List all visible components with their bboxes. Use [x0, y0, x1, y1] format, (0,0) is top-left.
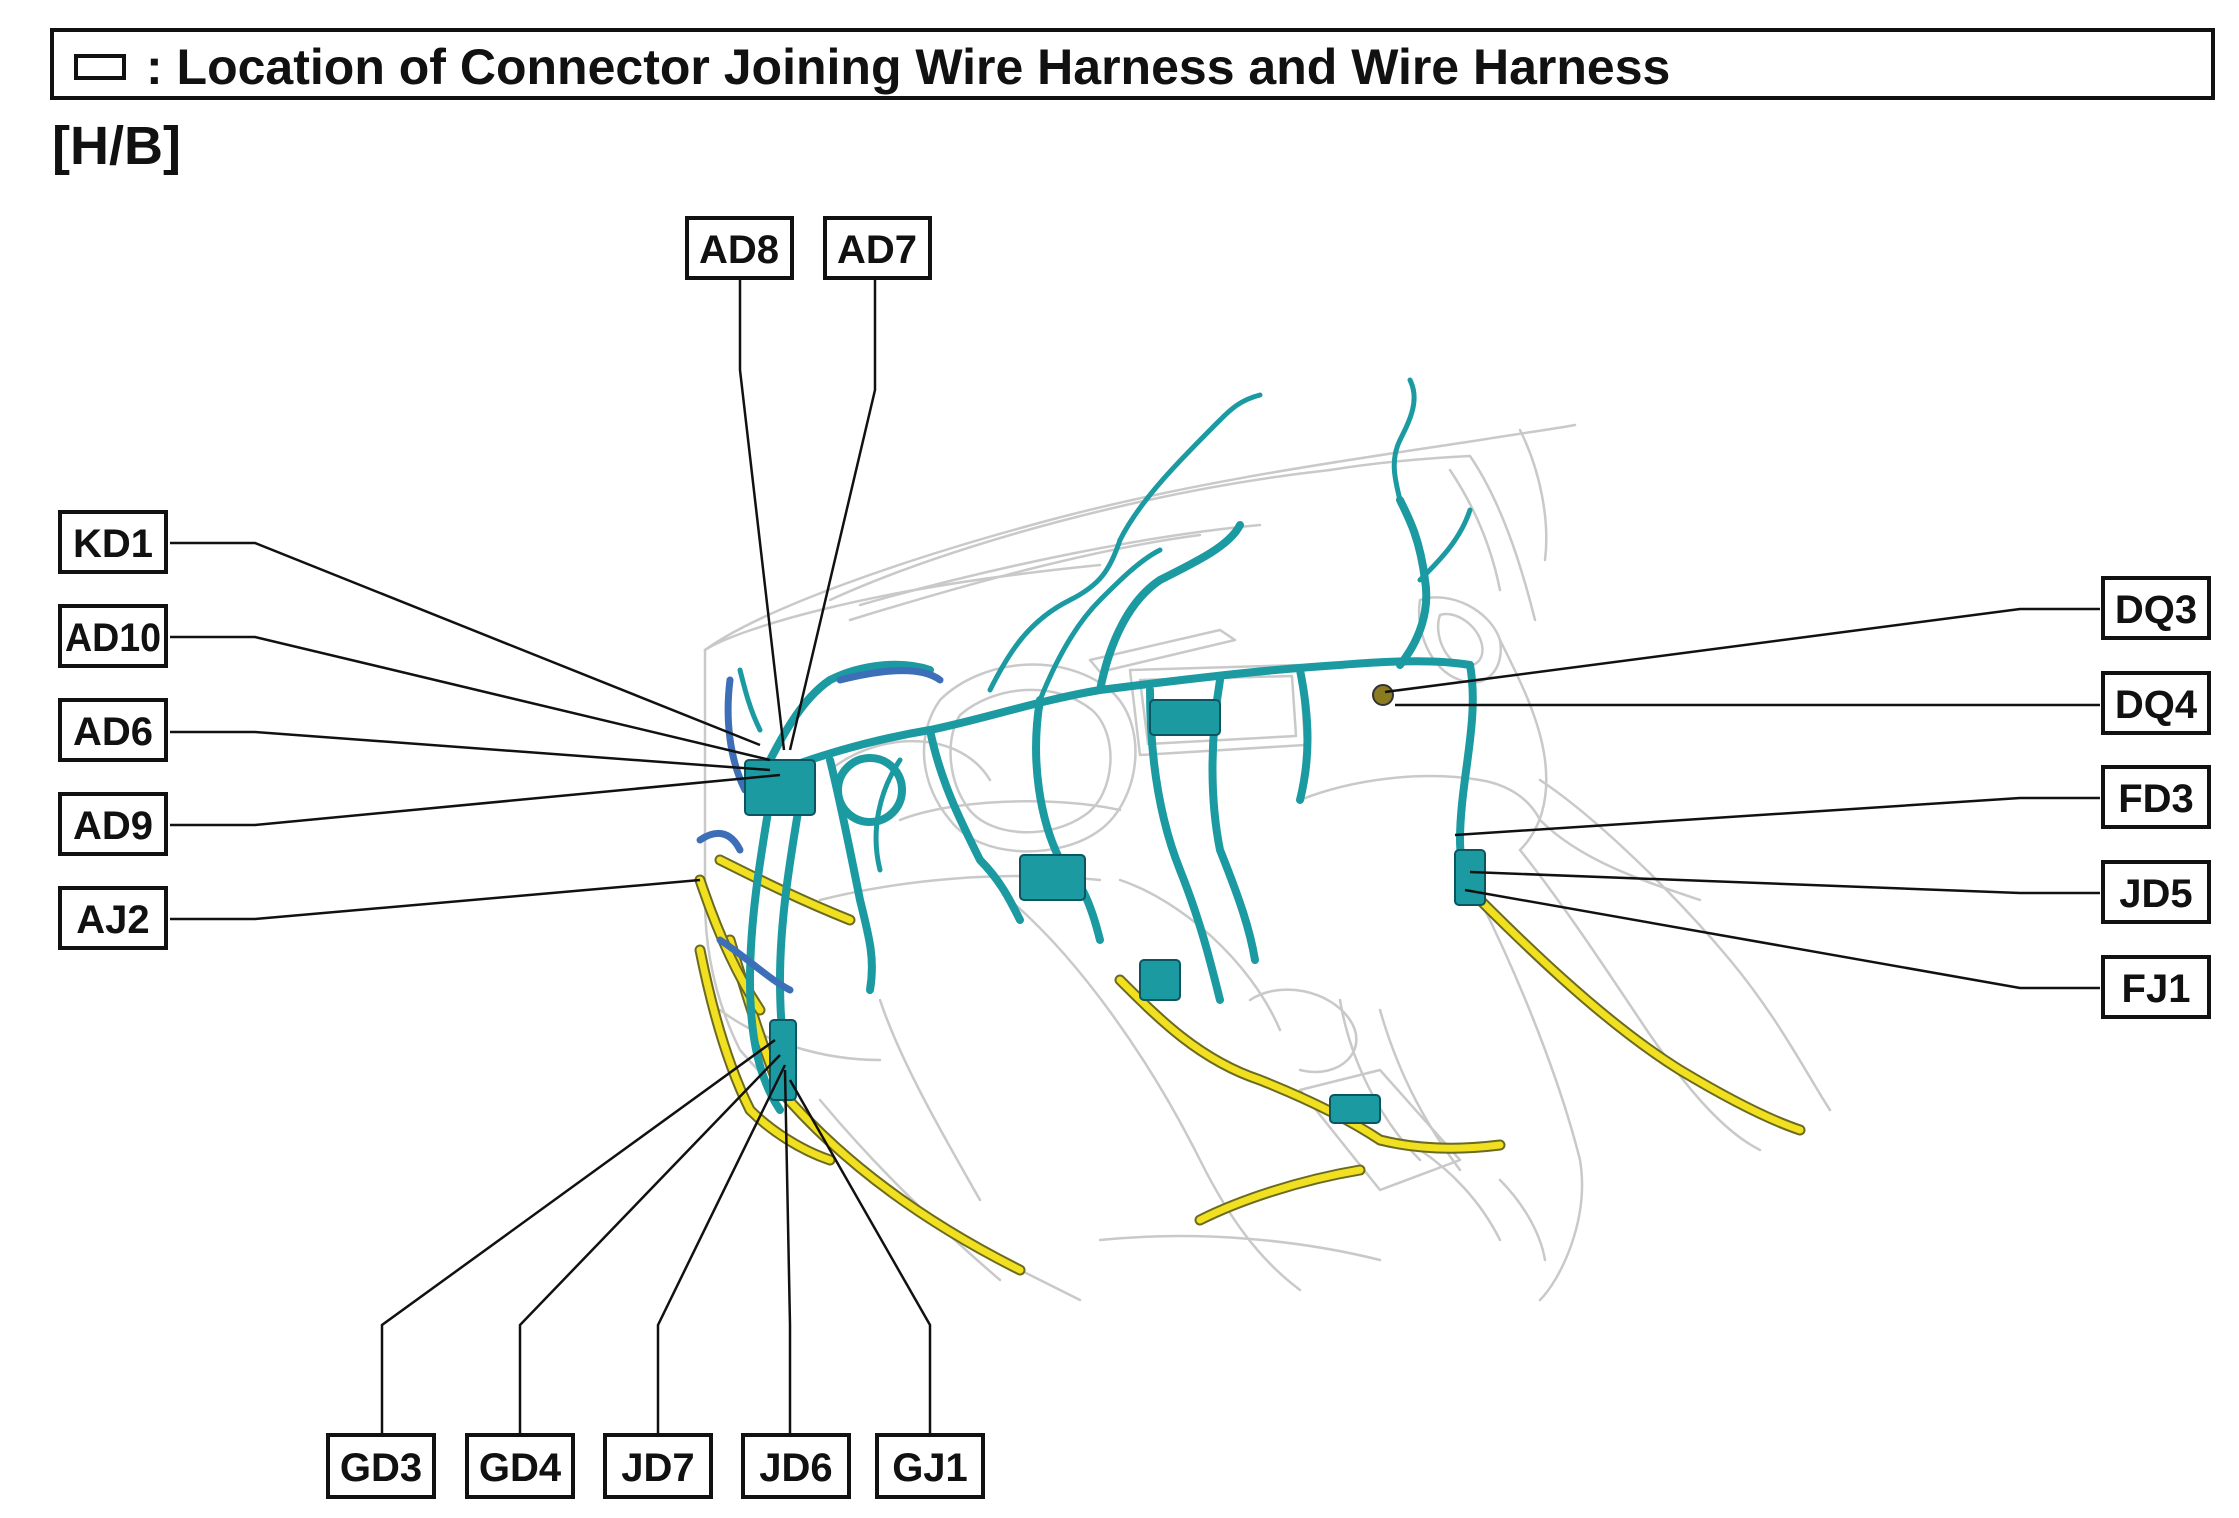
connector-code-FD3: FD3 [2118, 777, 2194, 821]
connector-label-AD9: AD9 [58, 792, 168, 856]
connector-label-KD1: KD1 [58, 510, 168, 574]
connector-label-GD4: GD4 [465, 1433, 575, 1499]
connector-label-GJ1: GJ1 [875, 1433, 985, 1499]
connector-code-GJ1: GJ1 [892, 1446, 968, 1490]
connector-box-icon [74, 54, 126, 80]
connector-label-JD5: JD5 [2101, 860, 2211, 924]
connector-label-FD3: FD3 [2101, 765, 2211, 829]
connector-code-JD5: JD5 [2119, 872, 2192, 916]
connector-code-AD6: AD6 [73, 710, 153, 754]
wire-harness-network [694, 377, 1806, 1276]
leader-lines [170, 272, 2100, 1435]
connector-code-JD6: JD6 [759, 1446, 832, 1490]
connector-code-DQ4: DQ4 [2115, 683, 2198, 727]
connector-label-AD6: AD6 [58, 698, 168, 762]
title-bar: : Location of Connector Joining Wire Har… [50, 28, 2215, 100]
connector-label-AD8: AD8 [685, 216, 794, 280]
connector-code-KD1: KD1 [73, 522, 153, 566]
connector-label-JD6: JD6 [741, 1433, 851, 1499]
connector-code-AD7: AD7 [837, 228, 917, 272]
connector-code-GD3: GD3 [340, 1446, 422, 1490]
connector-label-AD10: AD10 [58, 604, 168, 668]
connector-code-FJ1: FJ1 [2122, 967, 2191, 1011]
connector-code-AD10: AD10 [65, 616, 161, 660]
connector-code-JD7: JD7 [621, 1446, 694, 1490]
connector-code-GD4: GD4 [479, 1446, 562, 1490]
section-subtitle: [H/B] [52, 116, 181, 176]
connector-label-JD7: JD7 [603, 1433, 713, 1499]
connector-code-AJ2: AJ2 [76, 898, 149, 942]
page-title: : Location of Connector Joining Wire Har… [146, 39, 1671, 95]
connector-code-DQ3: DQ3 [2115, 588, 2197, 632]
connector-code-AD9: AD9 [73, 804, 153, 848]
vehicle-outline [703, 423, 1832, 1302]
connector-label-AJ2: AJ2 [58, 886, 168, 950]
connector-label-AD7: AD7 [823, 216, 932, 280]
connector-label-GD3: GD3 [326, 1433, 436, 1499]
connector-code-AD8: AD8 [699, 228, 779, 272]
connector-label-FJ1: FJ1 [2101, 955, 2211, 1019]
connector-label-DQ4: DQ4 [2101, 671, 2211, 735]
connector-label-DQ3: DQ3 [2101, 576, 2211, 640]
